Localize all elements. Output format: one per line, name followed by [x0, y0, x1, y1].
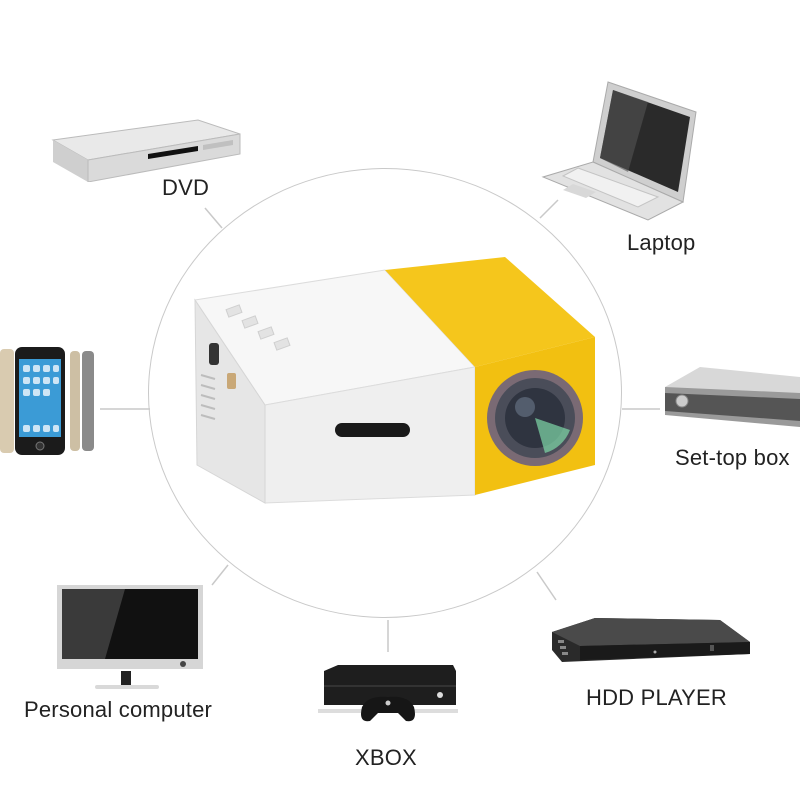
set-top-box-icon: [665, 367, 800, 427]
device-label-settop: Set-top box: [675, 445, 790, 470]
dvd-player-icon: [51, 119, 241, 182]
device-label-dvd: DVD: [162, 175, 210, 200]
device-label-laptop: Laptop: [627, 230, 696, 255]
game-console-icon: [318, 665, 458, 722]
smartphone-icon: [0, 347, 94, 455]
laptop-icon: [541, 81, 697, 221]
device-label-hdd: HDD PLAYER: [586, 685, 727, 710]
device-label-xbox: XBOX: [355, 745, 417, 770]
media-player-icon: [552, 618, 750, 662]
projector-icon: [194, 257, 595, 504]
monitor-icon: [57, 585, 203, 689]
device-label-pc: Personal computer: [24, 697, 213, 722]
center-circle: [148, 168, 622, 618]
